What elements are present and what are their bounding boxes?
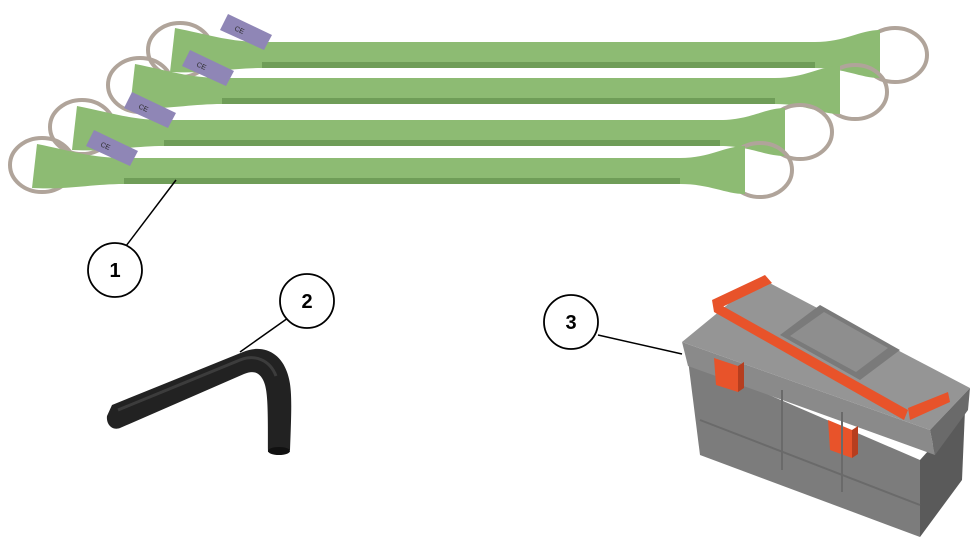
callout-label: 1 <box>109 260 120 282</box>
sling-label-tag: CE <box>220 14 272 50</box>
toolbox-latch <box>828 420 858 458</box>
leader-line <box>597 334 683 355</box>
round-sling: CE <box>146 14 929 84</box>
hex-key <box>106 348 292 455</box>
callout-circle <box>279 273 335 329</box>
ce-mark: CE <box>195 61 207 72</box>
tool-box <box>682 275 970 537</box>
round-sling: CE <box>48 92 834 161</box>
callout-label: 2 <box>301 291 312 313</box>
callout-circle <box>543 294 599 350</box>
callout-1: 1 <box>87 179 177 298</box>
ce-mark: CE <box>137 103 149 114</box>
callout-circle <box>87 242 143 298</box>
leader-line <box>239 317 289 353</box>
sling-label-tag: CE <box>124 92 176 128</box>
callout-2: 2 <box>239 273 335 353</box>
round-slings: CE CE CE <box>8 14 929 199</box>
callout-label: 3 <box>565 312 576 334</box>
sling-label-tag: CE <box>182 50 234 86</box>
ce-mark: CE <box>99 141 111 152</box>
ce-mark: CE <box>233 25 245 36</box>
callout-3: 3 <box>543 294 683 355</box>
round-sling: CE <box>8 130 794 199</box>
sling-label-tag: CE <box>86 130 138 166</box>
leader-line <box>125 179 177 247</box>
toolbox-latch <box>714 358 744 392</box>
